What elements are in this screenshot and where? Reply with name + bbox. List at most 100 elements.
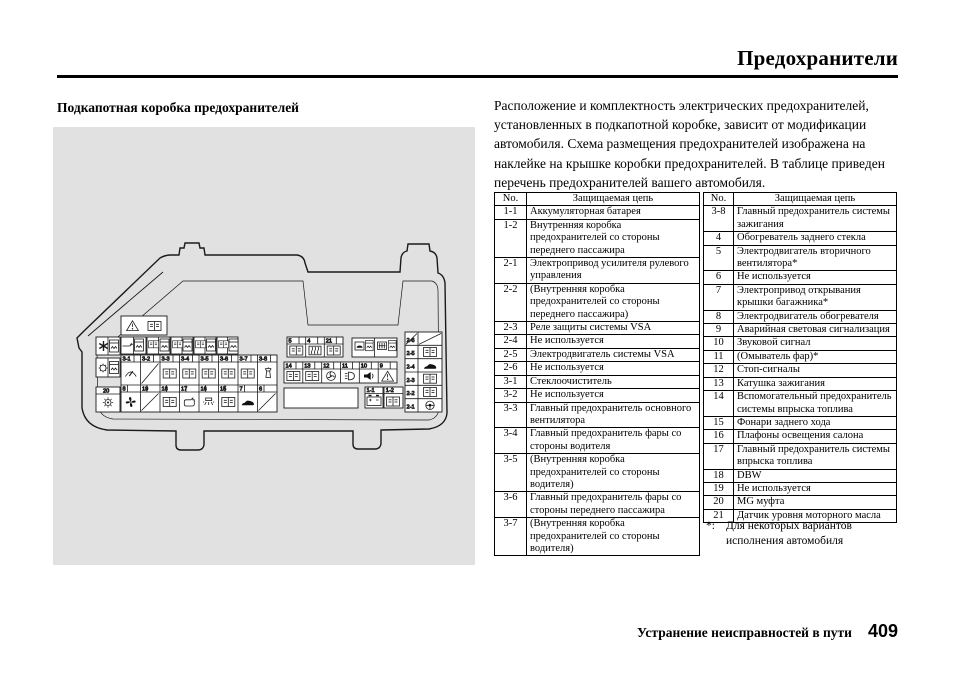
circuit-cell: Главный предохранитель системы зажигания — [733, 205, 897, 233]
fusebox-diagram: 20 3-1 3-2 — [76, 242, 448, 451]
headlight-washer-icon — [344, 371, 355, 381]
circuit-cell: (Внутренняя коробка предохранителей со с… — [526, 282, 700, 323]
fuse-symbol-icon — [206, 338, 216, 352]
book-icon — [289, 345, 304, 356]
fuse-number-cell: 1-1 — [494, 205, 527, 220]
fuse-label: 1-2 — [386, 388, 394, 394]
fuse-label: 13 — [304, 363, 310, 369]
table-header-row: No. Защищаемая цепь — [703, 191, 897, 207]
circuit-cell: Не используется — [526, 334, 700, 349]
fuse-number-cell: 13 — [703, 376, 734, 392]
col-header-no: No. — [494, 191, 527, 207]
footnote: *: Для некоторых вариантов исполнения ав… — [706, 519, 876, 548]
fuse-label: 3-3 — [162, 356, 170, 362]
fuse-label: 21 — [326, 339, 332, 345]
col-header-circuit: Защищаемая цепь — [733, 191, 897, 207]
circuit-cell: Электропривод открывания крышки багажник… — [733, 283, 897, 311]
fuse-label: 2-2 — [407, 391, 415, 397]
col-header-no: No. — [703, 191, 734, 207]
steering-wheel-icon — [425, 400, 435, 410]
fuse-label: 2-5 — [407, 351, 415, 357]
page-title: Предохранители — [737, 46, 898, 70]
fuse-number-cell: 12 — [703, 363, 734, 378]
fuse-number-cell: 2-1 — [494, 257, 527, 284]
fuse-number-cell: 3-1 — [494, 374, 527, 390]
fuse-label: 3-1 — [123, 356, 131, 362]
grid-relay-icon — [377, 341, 387, 350]
intro-paragraph: Расположение и комплектность электрическ… — [494, 98, 885, 190]
circuit-cell: Катушка зажигания — [733, 376, 897, 392]
book-icon — [201, 368, 216, 379]
page-footer: Устранение неисправностей в пути 409 — [300, 621, 898, 642]
fuse-symbol-icon — [109, 361, 119, 374]
fuse-number-cell: 3-7 — [494, 517, 527, 557]
table-row: 11(Омыватель фар)* — [703, 349, 897, 365]
fuse-number-cell: 3-5 — [494, 453, 527, 493]
fuse-number-cell: 14 — [703, 390, 734, 417]
circuit-cell: Датчик уровня моторного масла — [733, 508, 897, 524]
fuse-label: 3-2 — [142, 356, 150, 362]
fuse-number-cell: 19 — [703, 481, 734, 497]
table-row: 3-7(Внутренняя коробка предохранителей с… — [494, 517, 700, 557]
book-icon — [423, 347, 437, 357]
section-heading: Подкапотная коробка предохранителей — [57, 100, 299, 115]
fuse-label: 17 — [181, 386, 187, 392]
footer-section-title: Устранение неисправностей в пути — [636, 625, 852, 640]
stop-lamp-icon — [326, 371, 336, 381]
circuit-cell: Не используется — [526, 361, 700, 376]
col-header-circuit: Защищаемая цепь — [526, 191, 700, 207]
fuse-symbol-icon — [228, 338, 239, 352]
fuse-symbol-icon — [388, 340, 397, 352]
page-number: 409 — [867, 621, 898, 641]
book-icon — [423, 373, 437, 384]
fuse-number-cell: 3-6 — [494, 491, 527, 519]
fuse-number-cell: 1-2 — [494, 218, 527, 259]
table-row: 3-5(Внутренняя коробка предохранителей с… — [494, 453, 700, 493]
fuse-symbol-icon — [159, 338, 170, 352]
book-icon — [326, 345, 341, 356]
circuit-cell: Главный предохранитель фары со стороны в… — [526, 427, 700, 455]
book-icon — [305, 371, 320, 381]
fuse-number-cell: 9 — [703, 323, 734, 338]
fuse-number-cell: 7 — [703, 283, 734, 311]
circuit-cell: Внутренняя коробка предохранителей со ст… — [526, 218, 700, 259]
blank-plate — [283, 387, 359, 409]
fuse-number-cell: 2-2 — [494, 282, 527, 323]
fuse-number-cell: 18 — [703, 468, 734, 483]
book-icon — [162, 397, 177, 407]
book-icon — [386, 396, 400, 407]
fuse-number-cell: 3-2 — [494, 388, 527, 403]
not-used-diagonal — [141, 393, 159, 411]
fuse-symbol-icon — [365, 340, 374, 352]
fuse-label: 2-6 — [407, 338, 415, 344]
circuit-cell: DBW — [733, 468, 897, 483]
fuse-label: 2-4 — [407, 364, 415, 370]
circuit-cell: Обогреватель заднего стекла — [733, 231, 897, 246]
fuse-number-cell: 20 — [703, 495, 734, 510]
fuse-symbol-icon — [134, 338, 144, 352]
footnote-marker: *: — [706, 520, 715, 532]
circuit-cell: Электропривод усилителя рулевого управле… — [526, 257, 700, 284]
fuse-label: 4 — [307, 339, 310, 345]
car-relay-icon — [354, 341, 365, 351]
fuse-label: 3-6 — [220, 356, 228, 362]
circuit-cell: Стеклоочиститель — [526, 374, 700, 390]
fuse-number-cell: 16 — [703, 429, 734, 444]
book-icon — [182, 368, 197, 379]
fuse-label: 3-4 — [181, 356, 189, 362]
battery-icon — [366, 394, 382, 407]
